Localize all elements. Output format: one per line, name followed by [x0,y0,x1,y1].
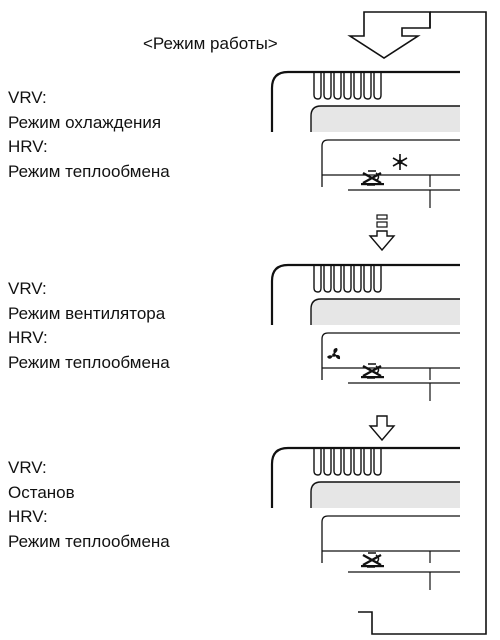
vrv-label: VRV: [8,88,47,107]
cycle-loop-line [358,11,487,635]
mode-description-1: VRV: Режим охлаждения HRV: Режим теплооб… [8,86,170,184]
vrv-label: VRV: [8,279,47,298]
remote-panel-2 [270,263,462,382]
hrv-label: HRV: [8,137,48,156]
hrv-mode-value: Режим теплообмена [8,352,170,372]
vrv-mode-value: Останов [8,482,75,502]
snowflake-icon [392,154,408,170]
hrv-mode-value: Режим теплообмена [8,531,170,551]
remote-panel-3 [270,446,462,565]
down-arrow-1 [368,214,396,252]
vrv-label: VRV: [8,458,47,477]
hrv-mode-value: Режим теплообмена [8,161,170,181]
mode-title: <Режим работы> [143,34,278,53]
down-arrow-2 [368,415,396,442]
fan-icon [327,348,341,360]
vrv-mode-value: Режим охлаждения [8,112,162,132]
mode-description-3: VRV: Останов HRV: Режим теплообмена [8,456,170,554]
hrv-label: HRV: [8,328,48,347]
vrv-mode-value: Режим вентилятора [8,303,166,323]
mode-description-2: VRV: Режим вентилятора HRV: Режим теплоо… [8,277,170,375]
cycle-return-arrow [347,11,431,59]
remote-panel-1 [270,70,462,189]
hrv-label: HRV: [8,507,48,526]
